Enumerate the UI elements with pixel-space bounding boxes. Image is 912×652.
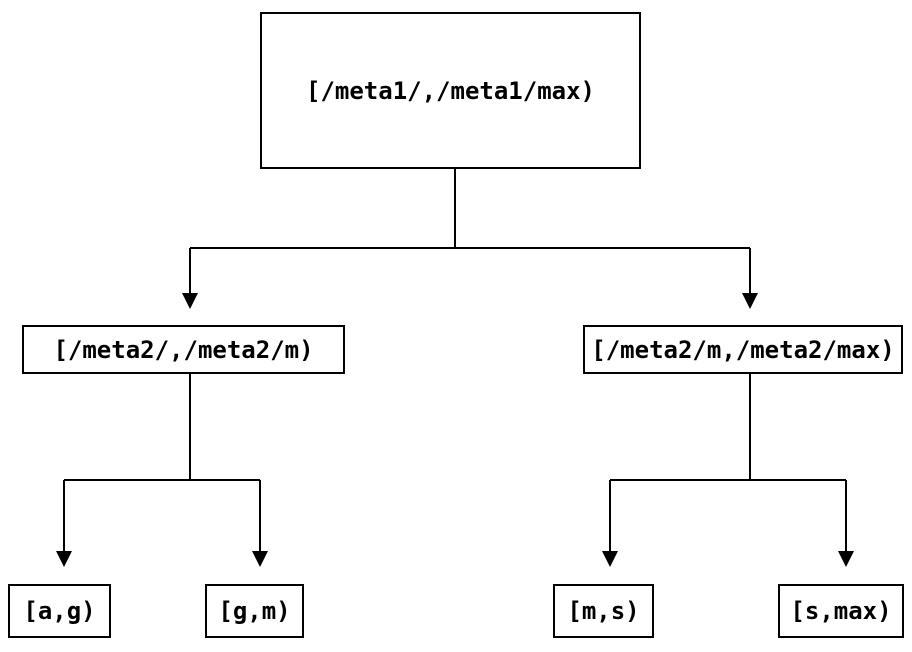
node-meta2-high: [/meta2/m,/meta2/max): [583, 325, 903, 374]
edge-meta2-low-to-leaf-ag: [56, 480, 72, 567]
arrowhead-icon: [182, 293, 198, 309]
edge-root-stem: [190, 169, 750, 249]
node-root: [/meta1/,/meta1/max): [260, 12, 641, 169]
node-leaf-gm: [g,m): [205, 584, 304, 638]
node-leaf-ms-label: [m,s): [567, 597, 640, 625]
arrowhead-icon: [56, 551, 72, 567]
node-leaf-smax-label: [s,max): [790, 597, 892, 625]
node-leaf-ag: [a,g): [8, 584, 111, 638]
node-meta2-high-label: [/meta2/m,/meta2/max): [591, 335, 895, 364]
node-leaf-ag-label: [a,g): [23, 597, 96, 625]
edge-meta2-low-stem: [64, 374, 260, 481]
node-root-label: [/meta1/,/meta1/max): [306, 76, 595, 105]
node-leaf-ms: [m,s): [553, 584, 654, 638]
node-leaf-gm-label: [g,m): [218, 597, 291, 625]
edge-meta2-high-to-leaf-ms: [602, 480, 618, 567]
arrowhead-icon: [838, 551, 854, 567]
arrowhead-icon: [742, 293, 758, 309]
edge-meta2-high-stem: [610, 374, 846, 481]
node-meta2-low: [/meta2/,/meta2/m): [22, 325, 345, 374]
node-meta2-low-label: [/meta2/,/meta2/m): [53, 335, 314, 364]
edge-meta2-high-to-leaf-smax: [838, 480, 854, 567]
edge-root-to-meta2-high: [742, 248, 758, 309]
node-leaf-smax: [s,max): [778, 584, 904, 638]
arrowhead-icon: [252, 551, 268, 567]
arrowhead-icon: [602, 551, 618, 567]
edge-root-to-meta2-low: [182, 248, 198, 309]
edge-meta2-low-to-leaf-gm: [252, 480, 268, 567]
